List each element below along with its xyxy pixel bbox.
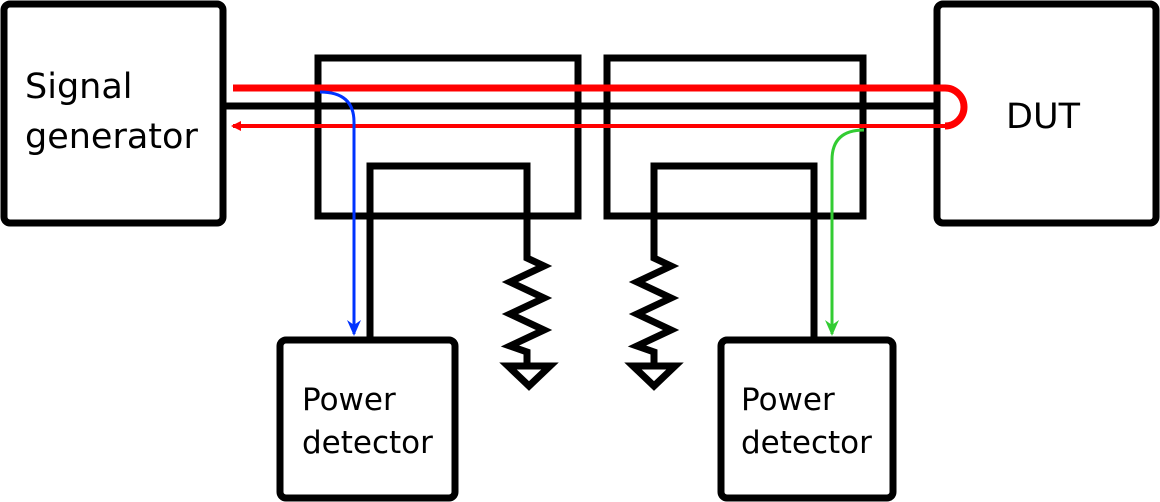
power-detector-right-box — [717, 336, 897, 502]
termination-resistor-left — [499, 252, 559, 391]
ground-symbol-left — [499, 362, 559, 391]
reflected-coupled-path — [825, 128, 865, 336]
ground-symbol-right — [624, 362, 684, 391]
termination-resistor-right — [624, 252, 684, 391]
dut-block: DUT — [933, 0, 1160, 227]
power-detector-right-line1: Power — [741, 382, 835, 418]
forward-signal-path — [233, 84, 968, 130]
coupler-left — [314, 54, 582, 220]
dut-box — [933, 0, 1160, 227]
power-detector-left-box — [276, 336, 459, 502]
signal-generator-label-line1: Signal — [25, 67, 133, 107]
signal-generator-label-line2: generator — [25, 117, 198, 157]
signal-generator-block: Signal generator — [0, 0, 227, 227]
power-detector-left-line2: detector — [302, 425, 433, 461]
coupled-line-left — [366, 162, 531, 340]
dut-label: DUT — [1006, 97, 1081, 137]
signal-generator-box — [0, 0, 227, 227]
power-detector-left: Power detector — [276, 336, 459, 502]
forward-coupled-path — [319, 90, 361, 336]
coupled-line-right — [650, 162, 818, 340]
coupler-right — [603, 54, 867, 220]
resistor-zigzag-right — [627, 252, 680, 366]
power-detector-right-line2: detector — [741, 425, 872, 461]
power-detector-right: Power detector — [717, 336, 897, 502]
resistor-zigzag-left — [500, 252, 553, 366]
power-detector-left-line1: Power — [302, 382, 396, 418]
